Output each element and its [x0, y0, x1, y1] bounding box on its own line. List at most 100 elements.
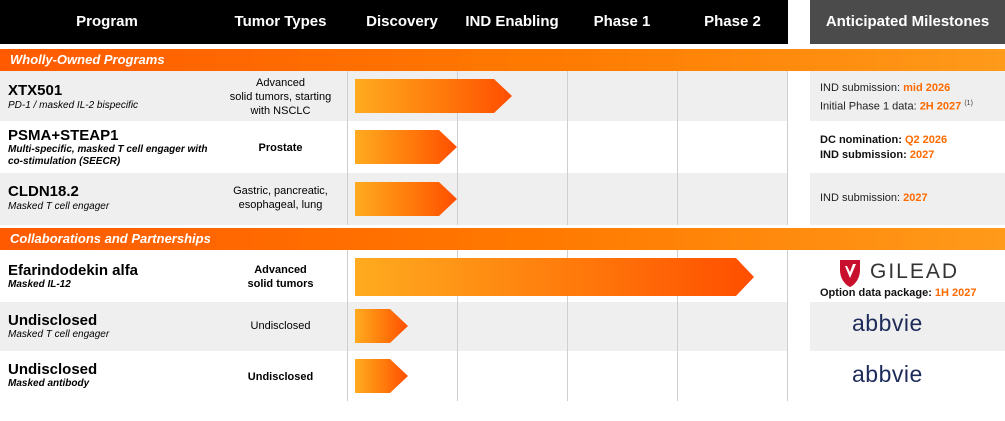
milestone-value: 1H 2027 — [934, 287, 977, 299]
stage-divider — [567, 121, 568, 173]
section-title: Wholly-Owned Programs — [10, 52, 165, 67]
stage-divider — [347, 121, 348, 173]
row-gap — [788, 121, 810, 173]
stage-divider — [567, 351, 568, 401]
milestone-text: DC nomination: Q2 2026 IND submission: 2… — [820, 133, 947, 163]
milestone-cell — [810, 121, 1005, 173]
tumor-type: Gastric, pancreatic, esophageal, lung — [233, 185, 328, 211]
row-gap — [788, 250, 810, 302]
stage-divider — [457, 351, 458, 401]
row-gap — [788, 302, 810, 351]
footnote-marker: (1) — [964, 100, 973, 107]
col-program: Program — [76, 13, 138, 30]
stage-divider — [457, 173, 458, 225]
stage-divider — [347, 250, 348, 302]
col-phase-2: Phase 2 — [704, 13, 761, 30]
program-name: Undisclosed — [8, 312, 98, 329]
progress-arrow — [355, 182, 457, 216]
gilead-mark-icon — [840, 260, 860, 287]
col-discovery: Discovery — [366, 13, 438, 30]
partner-name: GILEAD — [870, 260, 960, 283]
stage-grid — [347, 302, 788, 351]
col-tumor-types: Tumor Types — [234, 13, 327, 30]
milestone-label: IND submission: — [820, 82, 904, 94]
milestone-label: IND submission: — [820, 149, 910, 161]
table-row: PSMA+STEAP1 Multi-specific, masked T cel… — [0, 121, 1005, 173]
milestone-value: 2027 — [909, 149, 935, 161]
progress-arrow — [355, 79, 512, 113]
tumor-type: Advanced solid tumors, starting with NSC… — [229, 77, 332, 117]
section-title: Collaborations and Partnerships — [10, 231, 211, 246]
table-row: CLDN18.2 Masked T cell engager Gastric, … — [0, 173, 1005, 225]
stage-divider — [787, 250, 788, 302]
milestone-label: DC nomination: — [820, 134, 905, 146]
program-subtitle: Masked T cell engager — [8, 329, 110, 340]
milestone-text: Option data package: 1H 2027 — [820, 286, 977, 301]
milestone-value: Q2 2026 — [904, 134, 948, 146]
row-gap — [788, 351, 810, 401]
stage-divider — [567, 173, 568, 225]
stage-divider — [787, 351, 788, 401]
milestone-text: IND submission: 2027 — [820, 191, 928, 206]
abbvie-logo: abbvie — [852, 310, 923, 336]
stage-divider — [677, 71, 678, 121]
milestone-label: Initial Phase 1 data: — [820, 100, 920, 113]
stage-divider — [677, 173, 678, 225]
milestone-value: mid 2026 — [903, 82, 951, 94]
stage-divider — [787, 173, 788, 225]
pipeline-header: Program Tumor Types Discovery IND Enabli… — [0, 0, 1005, 44]
progress-arrow — [355, 258, 754, 296]
stage-divider — [457, 121, 458, 173]
table-row: XTX501 PD-1 / masked IL-2 bispecific Adv… — [0, 71, 1005, 121]
section-collaborations: Collaborations and Partnerships — [0, 228, 1005, 250]
tumor-type: Undisclosed — [247, 371, 314, 383]
milestone-text: IND submission: mid 2026 Initial Phase 1… — [820, 81, 973, 115]
table-row: Undisclosed Masked T cell engager Undisc… — [0, 302, 1005, 351]
program-name: Undisclosed — [8, 361, 98, 378]
row-gap — [788, 173, 810, 225]
row-gap — [788, 71, 810, 121]
section-wholly-owned: Wholly-Owned Programs — [0, 49, 1005, 71]
stage-divider — [347, 302, 348, 351]
stage-divider — [567, 302, 568, 351]
program-subtitle: PD-1 / masked IL-2 bispecific — [8, 100, 139, 111]
stage-grid — [347, 173, 788, 225]
stage-divider — [787, 121, 788, 173]
milestone-value: 2027 — [903, 192, 928, 204]
progress-arrow — [355, 130, 457, 164]
stage-divider — [347, 173, 348, 225]
stage-divider — [787, 71, 788, 121]
milestone-cell — [810, 351, 1005, 401]
stage-divider — [677, 121, 678, 173]
tumor-type: Advanced solid tumors — [247, 264, 314, 290]
milestone-value: 2H 2027 — [919, 100, 962, 113]
milestone-cell — [810, 173, 1005, 225]
stage-grid — [347, 121, 788, 173]
milestones-header — [810, 0, 1005, 44]
program-name: XTX501 — [8, 82, 63, 99]
gilead-logo: GILEAD — [836, 258, 957, 288]
abbvie-logo: abbvie — [852, 361, 923, 387]
program-subtitle: Masked IL-12 — [8, 279, 71, 290]
col-ind-enabling: IND Enabling — [465, 13, 559, 30]
col-phase-1: Phase 1 — [593, 13, 651, 30]
tumor-type: Prostate — [258, 142, 303, 154]
milestone-cell — [810, 71, 1005, 121]
milestone-cell — [810, 302, 1005, 351]
stage-divider — [457, 302, 458, 351]
stage-divider — [347, 71, 348, 121]
header-bar — [0, 0, 788, 44]
table-row: Efarindodekin alfa Masked IL-12 Advanced… — [0, 250, 1005, 302]
program-name: PSMA+STEAP1 — [8, 127, 119, 144]
stage-divider — [567, 71, 568, 121]
col-milestones: Anticipated Milestones — [825, 13, 990, 30]
program-subtitle: Masked T cell engager — [8, 201, 110, 212]
program-name: CLDN18.2 — [8, 183, 79, 200]
program-name: Efarindodekin alfa — [8, 262, 139, 279]
stage-divider — [677, 302, 678, 351]
table-row: Undisclosed Masked antibody Undisclosed … — [0, 351, 1005, 401]
program-subtitle: Multi-specific, masked T cell engager wi… — [8, 144, 208, 167]
stage-divider — [347, 351, 348, 401]
milestone-label: IND submission: — [820, 192, 904, 204]
stage-divider — [677, 351, 678, 401]
